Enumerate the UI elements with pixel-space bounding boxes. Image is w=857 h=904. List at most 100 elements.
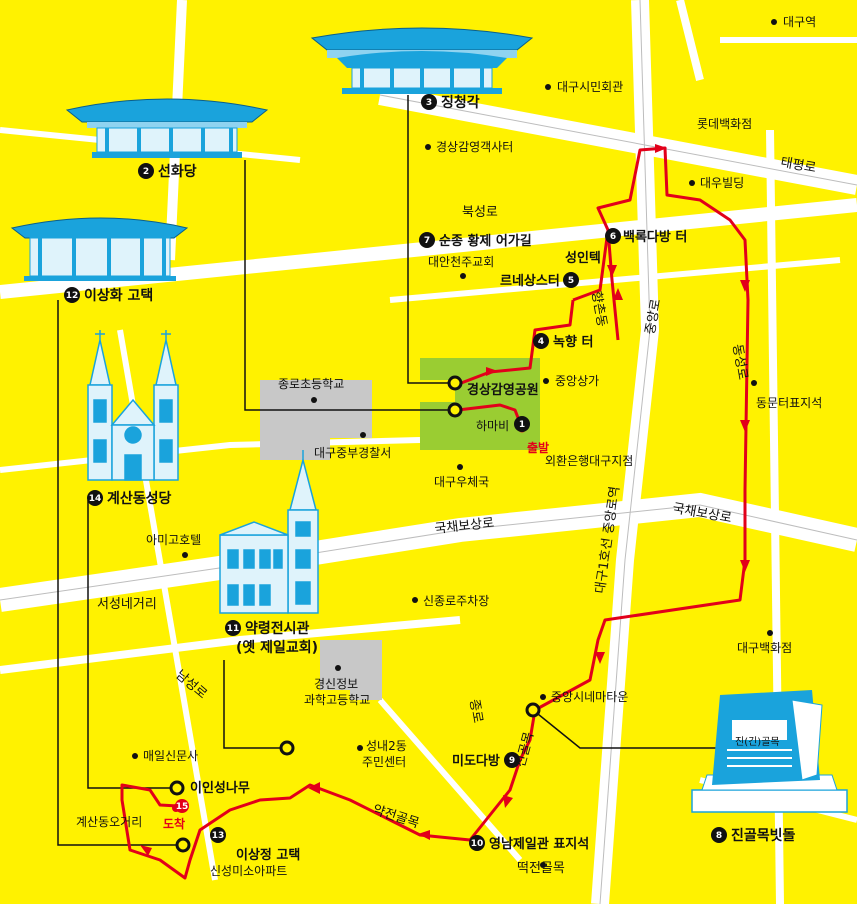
label-stop-11b: (옛 제일교회)	[236, 639, 318, 656]
label-jongro-road: 종로	[466, 698, 485, 724]
svg-text:14: 14	[89, 494, 102, 504]
route-hyanghon-spur	[606, 229, 620, 341]
gyeongsang-park-area	[420, 358, 540, 450]
label-police: 대구중부경찰서	[314, 446, 391, 460]
route-arrows	[140, 144, 750, 856]
svg-text:7: 7	[424, 236, 430, 246]
school-area	[320, 640, 382, 700]
road-east-upper	[676, 0, 704, 81]
badge-7: 7	[419, 232, 435, 248]
label-stop-4: 녹향 터	[553, 334, 593, 350]
label-stop-5b: 성인텍	[565, 250, 601, 266]
hollow-markers	[169, 375, 541, 853]
road-minor-2	[0, 437, 421, 473]
label-daegu-station: 대구역	[783, 15, 816, 29]
label-start: 출발	[527, 440, 549, 455]
stone-sign-text: 진(긴)골목	[735, 736, 780, 748]
label-stop-12: 이상화 고택	[84, 287, 153, 304]
label-stop-13: 이상정 고택	[236, 847, 300, 863]
badge-8: 8	[711, 827, 727, 843]
hanok-illustration-s2	[65, 98, 269, 158]
badge-11: 11	[225, 620, 241, 636]
label-hamabi: 하마비	[476, 419, 509, 433]
label-stop-6: 백록다방 터	[623, 229, 687, 245]
label-stop-11a: 약령전시관	[245, 620, 310, 637]
badge-4: 4	[533, 333, 549, 349]
label-parking: 신종로주차장	[423, 594, 489, 608]
poi-dots	[132, 19, 777, 868]
label-stop-8: 진골목빗돌	[731, 827, 796, 844]
svg-text:9: 9	[509, 756, 515, 766]
connector-s2	[244, 160, 455, 411]
label-dept-store: 대구백화점	[737, 641, 792, 655]
label-park: 경상감영공원	[467, 382, 539, 398]
label-taepyeong-road: 태평로	[779, 155, 817, 176]
label-jingol-alley: 진골목	[513, 730, 537, 769]
label-dongmun: 동문터표지석	[756, 396, 822, 410]
label-stop-7: 순종 황제 어가길	[439, 233, 532, 249]
label-tteokjeon-alley: 떡전골목	[517, 861, 565, 876]
svg-text:5: 5	[568, 276, 574, 286]
label-newspaper: 매일신문사	[143, 749, 198, 763]
label-stop-2: 선화당	[158, 163, 197, 180]
svg-text:10: 10	[471, 839, 484, 849]
svg-text:12: 12	[66, 291, 79, 301]
church-illustration-s11	[219, 450, 319, 614]
label-lotte: 롯데백화점	[697, 117, 752, 131]
badge-9: 9	[504, 752, 520, 768]
svg-text:11: 11	[227, 624, 240, 634]
label-jongro-school: 종로초등학교	[278, 377, 344, 391]
label-daewoo: 대우빌딩	[700, 176, 744, 190]
badge-12: 12	[64, 287, 80, 303]
label-dongseong-road: 동성로	[729, 343, 750, 381]
label-kexim: 외환은행대구지점	[545, 453, 633, 468]
road-minor-1	[389, 257, 841, 303]
connector-s11	[223, 660, 287, 749]
label-stop-15: 이인성나무	[190, 780, 250, 796]
label-hyanghon-street: 향촌동	[588, 290, 609, 328]
badge-10: 10	[469, 835, 485, 851]
badge-15: 15	[175, 799, 189, 813]
stone-marker-illustration-s8	[691, 690, 848, 813]
label-citizen-hall: 대구시민회관	[557, 80, 623, 94]
label-gyeongsang-guesthouse: 경상감영객사터	[436, 140, 513, 154]
label-seoseong-intersection: 서성네거리	[97, 597, 157, 612]
hanok-illustration-s12	[10, 217, 189, 281]
svg-text:1: 1	[519, 420, 525, 430]
label-gukchaebosang-road-1: 국채보상로	[434, 516, 495, 537]
label-yakjeon-alley: 약전골목	[371, 803, 421, 832]
hanok-illustration-s3	[310, 27, 534, 94]
label-amigo-hotel: 아미고호텔	[146, 533, 201, 547]
badge-5: 5	[563, 272, 579, 288]
label-school-line2: 과학고등학교	[304, 693, 370, 707]
connector-s3	[407, 95, 455, 384]
badge-3: 3	[421, 94, 437, 110]
badge-1: 1	[514, 416, 530, 432]
label-church-daean: 대안천주교회	[428, 254, 494, 269]
road-namseong	[0, 616, 461, 674]
svg-text:8: 8	[716, 831, 722, 841]
label-apartment: 신성미소아파트	[210, 864, 287, 878]
svg-text:6: 6	[610, 232, 616, 242]
label-intersection: 계산동오거리	[76, 815, 142, 829]
route-park-to-s4	[455, 299, 575, 387]
label-stop-9: 미도다방	[452, 753, 500, 769]
svg-text:13: 13	[212, 831, 225, 841]
road-minor-4	[377, 698, 523, 862]
badge-13: 13	[210, 827, 226, 843]
label-school-line1: 경신정보	[314, 677, 358, 691]
svg-text:4: 4	[538, 337, 544, 347]
label-stop-3: 징청각	[441, 94, 480, 111]
label-jungang-arcade: 중앙상가	[555, 374, 599, 388]
label-namseong-road: 남성로	[172, 668, 209, 703]
connector-s12	[57, 300, 183, 846]
label-stop-5: 르네상스터	[500, 273, 560, 289]
label-bukseong-road: 북성로	[462, 205, 498, 220]
label-stop-10: 영남제일관 표지석	[489, 836, 589, 852]
svg-text:3: 3	[426, 98, 432, 108]
svg-text:15: 15	[176, 802, 189, 812]
label-stop-14: 계산동성당	[107, 490, 172, 507]
